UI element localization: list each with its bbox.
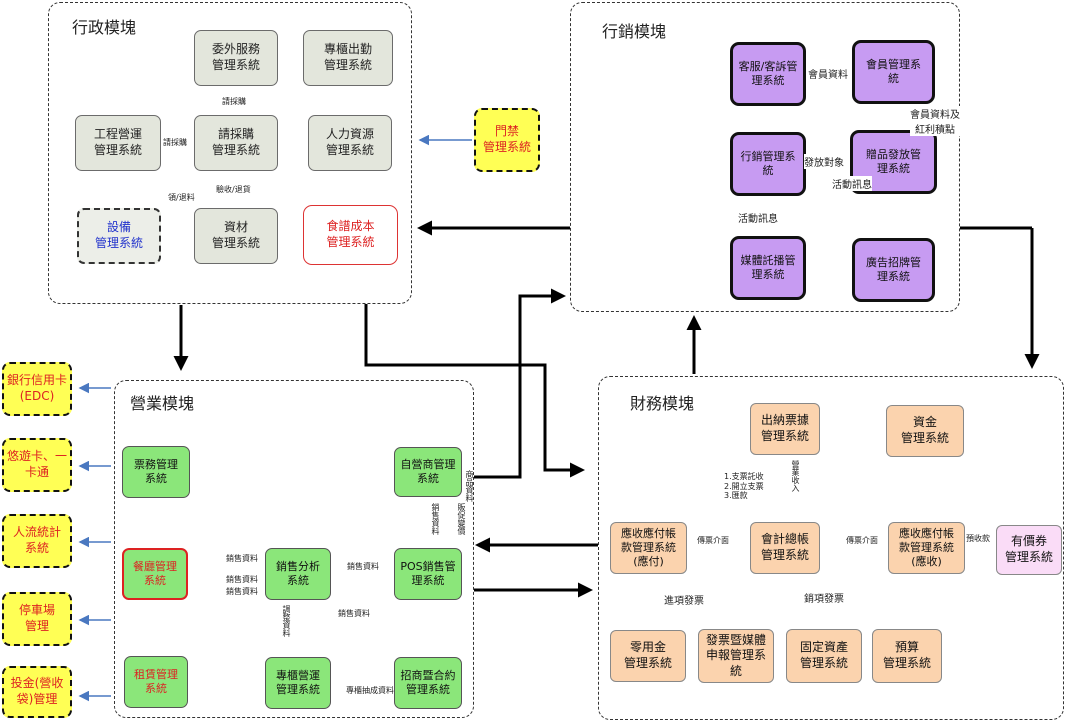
revenue-in-label: 營業收入	[791, 460, 800, 492]
voucher-node[interactable]: 有價券 管理系統	[996, 525, 1062, 575]
sales-data-label-4: 銷售資料	[347, 562, 379, 571]
mkt-mgmt-node[interactable]: 行銷管理系 統	[730, 132, 806, 196]
parking-node[interactable]: 停車場 管理	[2, 592, 72, 646]
pr2-label: 請採購	[163, 137, 187, 148]
attendance-node[interactable]: 專櫃出勤 管理系統	[303, 30, 393, 86]
activity-info-label: 活動訊息	[832, 176, 872, 191]
fixed-assets-node[interactable]: 固定資產 管理系統	[786, 629, 862, 683]
hr-node[interactable]: 人力資源 管理系統	[308, 115, 392, 171]
marketing-module-title: 行銷模塊	[602, 22, 667, 41]
budget-node[interactable]: 預算 管理系統	[872, 629, 942, 683]
admin-module-title: 行政模塊	[72, 18, 137, 37]
sales-data-label-3: 銷售資料	[226, 587, 258, 596]
business-module-title: 營業模塊	[130, 394, 195, 413]
adjust-data-label: 調整資料	[282, 605, 291, 637]
sales-data-label-1: 銷售資料	[226, 554, 258, 563]
issue-target-label: 發放對象	[804, 154, 844, 169]
output-invoice-label: 銷項發票	[804, 590, 844, 605]
ar-node[interactable]: 應收應付帳 款管理系統 (應收)	[888, 522, 965, 574]
media-node[interactable]: 媒體託播管 理系統	[730, 236, 806, 300]
equipment-node[interactable]: 設備 管理系統	[77, 208, 161, 264]
sales-data-label-2: 銷售資料	[226, 575, 258, 584]
finance-module-title: 財務模塊	[630, 394, 695, 413]
lease-node[interactable]: 租賃管理 系統	[124, 656, 188, 708]
requisition-label: 領/退料	[168, 192, 195, 203]
restaurant-node[interactable]: 餐廳管理 系統	[122, 548, 188, 600]
points-label: 會員資料及 紅利積點	[910, 106, 960, 136]
rent-commission-label: 專櫃抽成資料	[346, 686, 394, 695]
sales-data-vert-label: 銷售資料	[431, 503, 440, 535]
pr-label: 請採購	[222, 96, 246, 107]
activity-info2-label: 活動訊息	[738, 210, 778, 225]
petty-cash-node[interactable]: 零用金 管理系統	[610, 630, 686, 682]
sales-data-label-5: 銷售資料	[338, 609, 370, 618]
member-node[interactable]: 會員管理系 統	[852, 40, 935, 104]
pos-node[interactable]: POS銷售管 理系統	[394, 548, 462, 600]
receiving-label: 驗收/退貨	[216, 184, 251, 195]
easycard-node[interactable]: 悠遊卡、一 卡通	[2, 438, 72, 492]
traffic-node[interactable]: 人流統計 系統	[2, 514, 72, 568]
module-arrows	[173, 220, 1040, 598]
promo-change-label: 販促變價	[457, 503, 466, 535]
outsourcing-node[interactable]: 委外服務 管理系統	[194, 30, 278, 86]
self-op-node[interactable]: 自營商管理 系統	[394, 447, 462, 497]
leasing-contract-node[interactable]: 招商暨合約 管理系統	[394, 657, 462, 709]
bank-node[interactable]: 銀行信用卡 (EDC)	[2, 362, 72, 416]
payment-label: 預收款	[966, 534, 990, 543]
cheque-label: 1.支票託收 2.開立支票 3.匯款	[724, 472, 764, 501]
ap-node[interactable]: 應收應付帳 款管理系統 (應付)	[610, 522, 687, 574]
recipe-cost-node[interactable]: 食譜成本 管理系統	[303, 205, 398, 265]
cashier-node[interactable]: 出納票據 管理系統	[750, 403, 820, 455]
ad-node[interactable]: 廣告招牌管 理系統	[852, 238, 935, 302]
input-invoice-label: 進項發票	[664, 592, 704, 607]
cash-bag-node[interactable]: 投金(營收 袋)管理	[2, 666, 72, 718]
engineering-node[interactable]: 工程營運 管理系統	[75, 115, 161, 171]
member-data-label: 會員資料	[808, 70, 848, 81]
sales-analysis-node[interactable]: 銷售分析 系統	[265, 548, 331, 600]
voucher-if2-label: 傳票介面	[846, 536, 878, 545]
invoice-node[interactable]: 發票暨媒體 申報管理系 統	[698, 629, 774, 683]
materials-node[interactable]: 資材 管理系統	[194, 208, 278, 264]
purchasing-node[interactable]: 請採購 管理系統	[194, 115, 278, 171]
counter-ops-node[interactable]: 專櫃營運 管理系統	[265, 657, 331, 709]
funds-node[interactable]: 資金 管理系統	[886, 405, 964, 457]
cs-node[interactable]: 客服/客訴管 理系統	[730, 42, 806, 106]
product-data-label: 商品資料	[465, 470, 474, 502]
voucher-if1-label: 傳票介面	[697, 536, 729, 545]
gl-node[interactable]: 會計總帳 管理系統	[750, 522, 820, 574]
access-node[interactable]: 門禁 管理系統	[474, 108, 540, 172]
ticket-node[interactable]: 票務管理 系統	[122, 446, 190, 498]
